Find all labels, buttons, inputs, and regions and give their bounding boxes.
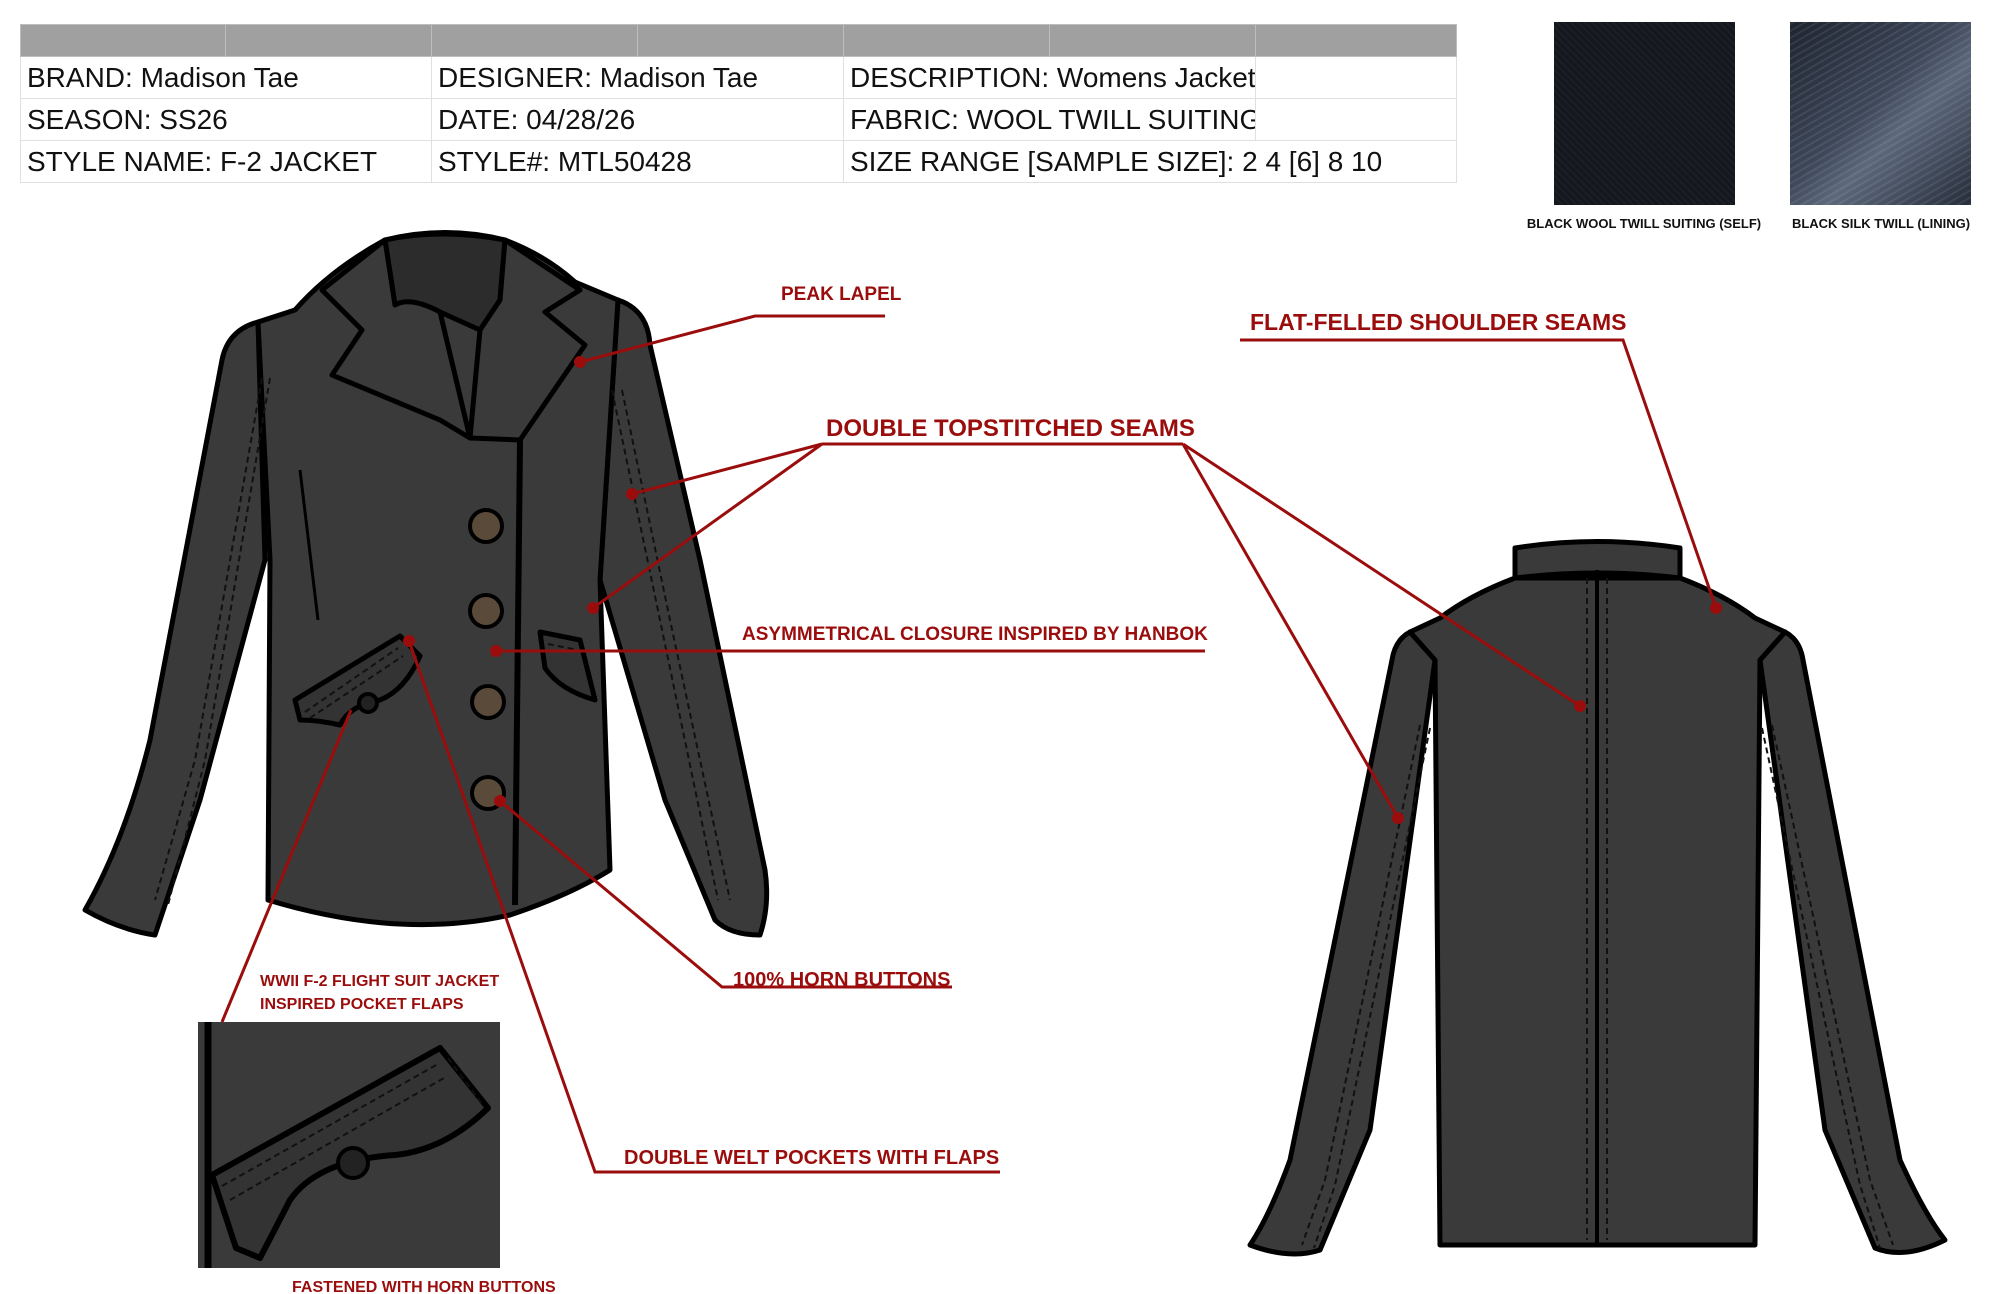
spec-row: BRAND: Madison Tae DESIGNER: Madison Tae… (20, 56, 1457, 99)
flat-felled-leader (1240, 338, 1718, 609)
horn-button (470, 684, 506, 720)
spec-row: STYLE NAME: F-2 JACKET STYLE#: MTL50428 … (20, 140, 1457, 183)
left-pocket-flap (292, 633, 423, 728)
pocket-flaps-label-line2: INSPIRED POCKET FLAPS (260, 996, 464, 1013)
header-cell (1049, 24, 1256, 57)
size-range-cell: SIZE RANGE [SAMPLE SIZE]: 2 4 [6] 8 10 (843, 140, 1457, 183)
pocket-flaps-label-line1: WWII F-2 FLIGHT SUIT JACKET (260, 973, 499, 990)
header-cell (20, 24, 226, 57)
header-cell (637, 24, 844, 57)
header-cell (1255, 24, 1457, 57)
horn-button (468, 508, 504, 544)
front-right-sleeve (597, 297, 770, 938)
callout-dots (403, 356, 1722, 824)
lining-fabric-swatch (1790, 22, 1971, 205)
flat-felled-label: FLAT-FELLED SHOULDER SEAMS (1250, 309, 1627, 335)
topstitch-leader-c (1182, 442, 1581, 708)
brand-cell: BRAND: Madison Tae (20, 56, 432, 99)
front-buttons (357, 508, 506, 811)
back-left-sleeve (1247, 629, 1438, 1257)
lining-swatch-caption: BLACK SILK TWILL (LINING) (1791, 216, 1971, 231)
inset-button (336, 1146, 370, 1180)
horn-buttons-leader (499, 799, 952, 989)
header-cell (843, 24, 1050, 57)
left-dart (298, 469, 320, 621)
season-cell: SEASON: SS26 (20, 98, 432, 141)
back-right-sleeve (1757, 629, 1948, 1255)
welt-pockets-label: DOUBLE WELT POCKETS WITH FLAPS (624, 1147, 999, 1169)
spec-row: SEASON: SS26 DATE: 04/28/26 FABRIC: WOOL… (20, 98, 1457, 141)
horn-button (468, 593, 504, 629)
fastened-label: FASTENED WITH HORN BUTTONS (292, 1279, 556, 1294)
welt-pockets-leader (407, 640, 1000, 1174)
front-left-sleeve (82, 319, 268, 938)
description-cell: DESCRIPTION: Womens Jacket (843, 56, 1256, 99)
self-fabric-swatch (1554, 22, 1735, 205)
right-pocket-flap (537, 629, 598, 703)
spec-header-row (20, 24, 1457, 57)
front-left-lapel (319, 237, 473, 441)
peak-lapel-label: PEAK LAPEL (781, 284, 902, 305)
topstitch-leader-d (1181, 443, 1400, 819)
horn-buttons-label: 100% HORN BUTTONS (733, 969, 950, 991)
designer-cell: DESIGNER: Madison Tae (431, 56, 844, 99)
callout-lines (220, 314, 1718, 1174)
double-topstitched-label: DOUBLE TOPSTITCHED SEAMS (826, 415, 1195, 442)
date-cell: DATE: 04/28/26 (431, 98, 844, 141)
fabric-cell: FABRIC: WOOL TWILL SUITING (843, 98, 1256, 141)
header-cell (431, 24, 638, 57)
peak-lapel-leader (579, 314, 885, 364)
front-stitch-lines (154, 377, 731, 906)
back-stitch-lines (1301, 578, 1894, 1249)
back-collar (1512, 539, 1683, 581)
style-number-cell: STYLE#: MTL50428 (431, 140, 844, 183)
asymmetrical-closure-label: ASYMMETRICAL CLOSURE INSPIRED BY HANBOK (742, 624, 1208, 645)
style-name-cell: STYLE NAME: F-2 JACKET (20, 140, 432, 183)
empty-cell (1255, 56, 1457, 99)
closure-edge (512, 439, 523, 906)
front-jacket-sketch (82, 230, 770, 938)
topstitch-leader-a (631, 442, 823, 496)
topstitch-leader-b (592, 442, 823, 610)
pocket-button (357, 692, 379, 714)
back-jacket-sketch (1247, 539, 1948, 1257)
self-swatch-caption: BLACK WOOL TWILL SUITING (SELF) (1526, 216, 1762, 231)
pocket-detail-inset (198, 1022, 500, 1268)
tech-pack-spec-table: BRAND: Madison Tae DESIGNER: Madison Tae… (20, 24, 1457, 183)
pocket-flaps-leader (220, 709, 353, 1023)
